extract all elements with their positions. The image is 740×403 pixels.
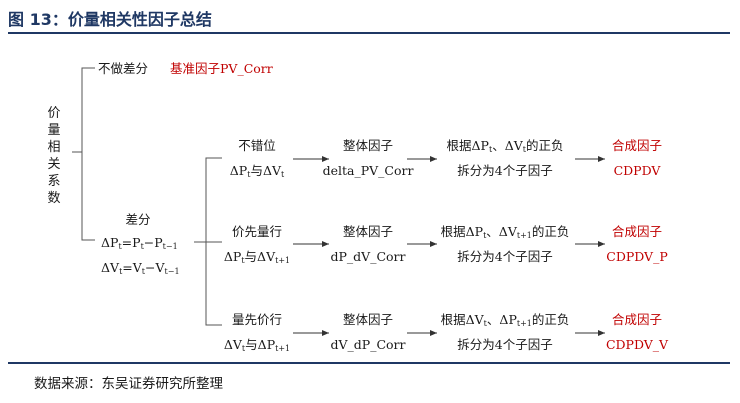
branch-title: 价先量行 — [231, 224, 283, 239]
whole-factor-label: 整体因子 — [342, 138, 394, 153]
diff-formula-v: ΔVt=Vt−Vt−1 — [101, 260, 180, 276]
whole-factor-label: 整体因子 — [342, 224, 394, 239]
no-diff-label: 不做差分 — [98, 61, 149, 76]
composite-label: 合成因子 — [611, 138, 663, 153]
composite-name: CDPDV — [613, 163, 661, 178]
benchmark-factor: 基准因子PV_Corr — [170, 61, 273, 76]
title-rule — [8, 32, 730, 34]
split-rule: 根据ΔPt、ΔVt+1的正负 — [440, 224, 570, 240]
root-bracket — [81, 67, 95, 241]
split-rule: 根据ΔPt、ΔVt的正负 — [446, 138, 564, 154]
source-note: 数据来源：东吴证券研究所整理 — [34, 376, 223, 392]
split-count: 拆分为4个子因子 — [457, 337, 553, 352]
composite-name: CDPDV_V — [605, 337, 669, 352]
root-label: 价量相关系数 — [47, 106, 61, 206]
split-count: 拆分为4个子因子 — [457, 163, 553, 178]
branch-title: 量先价行 — [231, 312, 283, 327]
branch-pair: ΔPt与ΔVt+1 — [223, 249, 291, 265]
branch-title: 不错位 — [238, 138, 276, 153]
whole-factor-name: dV_dP_Corr — [330, 337, 406, 352]
branch-pair: ΔPt与ΔVt — [229, 163, 285, 179]
whole-factor-name: dP_dV_Corr — [330, 249, 406, 264]
composite-label: 合成因子 — [611, 224, 663, 239]
diff-label: 差分 — [125, 212, 151, 227]
figure-title: 图 13：价量相关性因子总结 — [8, 10, 212, 29]
composite-name: CDPDV_P — [606, 249, 668, 264]
branch-pair: ΔVt与ΔPt+1 — [223, 337, 291, 353]
whole-factor-name: delta_PV_Corr — [322, 163, 414, 178]
diff-formula-p: ΔPt=Pt−Pt−1 — [101, 235, 178, 251]
split-rule: 根据ΔVt、ΔPt+1的正负 — [440, 312, 570, 328]
footer-rule — [8, 362, 730, 364]
whole-factor-label: 整体因子 — [342, 312, 394, 327]
split-count: 拆分为4个子因子 — [457, 249, 553, 264]
composite-label: 合成因子 — [611, 312, 663, 327]
